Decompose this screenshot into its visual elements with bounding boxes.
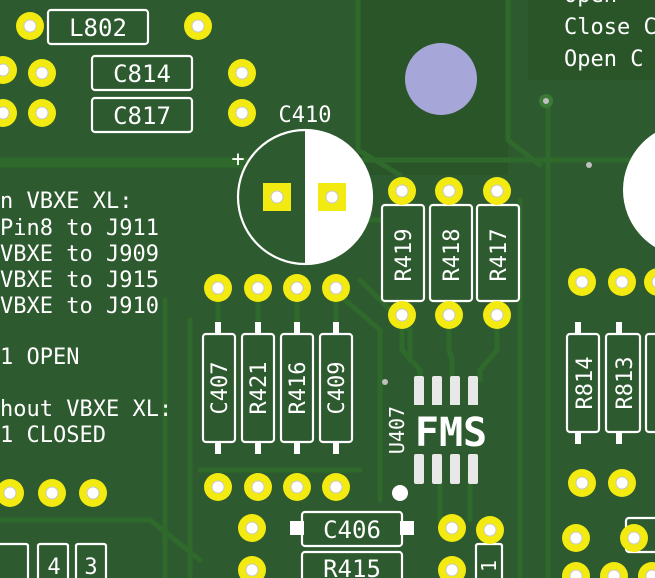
pin1-marker xyxy=(392,485,408,501)
c814[interactable]: C814 xyxy=(90,54,194,92)
r417[interactable]: R417 xyxy=(475,203,521,303)
bank-lines xyxy=(215,322,339,454)
note-line: VBXE to J909 xyxy=(0,242,159,267)
u407[interactable]: FMS U407 xyxy=(385,376,488,501)
note-line: 1 OPEN xyxy=(0,345,79,370)
c814-label: C814 xyxy=(113,60,171,88)
l802-label: L802 xyxy=(69,14,127,42)
r419[interactable]: R419 xyxy=(380,203,426,303)
small-left-component-partial xyxy=(0,542,30,578)
l802[interactable]: L802 xyxy=(46,8,150,46)
note-line: n VBXE XL: xyxy=(0,189,132,214)
r814[interactable]: R814 xyxy=(565,322,601,444)
note-line-right: Open xyxy=(564,0,617,8)
small-4-label: 4 xyxy=(47,555,60,578)
note-line-right: Open C xyxy=(564,47,643,72)
c410-label: C410 xyxy=(279,103,332,128)
notes-right: Open Close C Open C xyxy=(564,0,655,72)
r421[interactable]: R421 xyxy=(240,332,276,444)
note-line: VBXE to J915 xyxy=(0,268,159,293)
mounting-hole xyxy=(405,43,477,115)
c406[interactable]: C406 xyxy=(290,510,414,548)
small-3-label: 3 xyxy=(84,555,97,578)
r418-label: R418 xyxy=(440,229,465,282)
note-line-right: Close C xyxy=(564,15,655,40)
c409-label: C409 xyxy=(325,362,350,415)
small-4-component[interactable]: 4 xyxy=(36,542,70,578)
c407-label: C407 xyxy=(208,362,233,415)
r421-label: R421 xyxy=(247,362,272,415)
r415-label: R415 xyxy=(323,555,381,578)
r418[interactable]: R418 xyxy=(428,203,474,303)
chip-marking: FMS xyxy=(415,410,487,456)
note-line: hout VBXE XL: xyxy=(0,397,172,422)
r419-label: R419 xyxy=(392,229,417,282)
right-capacitor-partial xyxy=(623,132,655,248)
note-line: Pin8 to J911 xyxy=(0,216,159,241)
copper-pour-right xyxy=(528,0,655,80)
c407[interactable]: C407 xyxy=(201,332,237,444)
small-3-component[interactable]: 3 xyxy=(74,542,108,578)
c410[interactable]: C410 + xyxy=(231,103,374,266)
r812-partial xyxy=(644,332,655,434)
c817-label: C817 xyxy=(113,102,171,130)
r813-label: R813 xyxy=(613,357,638,410)
r416[interactable]: R416 xyxy=(279,332,315,444)
vias xyxy=(382,94,592,385)
note-line: 1 CLOSED xyxy=(0,423,106,448)
c409[interactable]: C409 xyxy=(318,332,354,444)
pads xyxy=(0,12,655,578)
r814-label: R814 xyxy=(573,357,598,410)
notes-left: n VBXE XL: Pin8 to J911 VBXE to J909 VBX… xyxy=(0,189,172,448)
c817[interactable]: C817 xyxy=(90,96,194,134)
r417-label: R417 xyxy=(487,229,512,282)
r813[interactable]: R813 xyxy=(604,322,642,444)
c410-polarity: + xyxy=(231,147,244,172)
r415[interactable]: R415 xyxy=(300,550,404,578)
small-1-label: 1 xyxy=(477,560,501,572)
u407-label: U407 xyxy=(385,406,409,454)
note-line: VBXE to J910 xyxy=(0,294,159,319)
r416-label: R416 xyxy=(286,362,311,415)
small-1-component[interactable]: 1 xyxy=(474,542,504,578)
c406-label: C406 xyxy=(323,516,381,544)
